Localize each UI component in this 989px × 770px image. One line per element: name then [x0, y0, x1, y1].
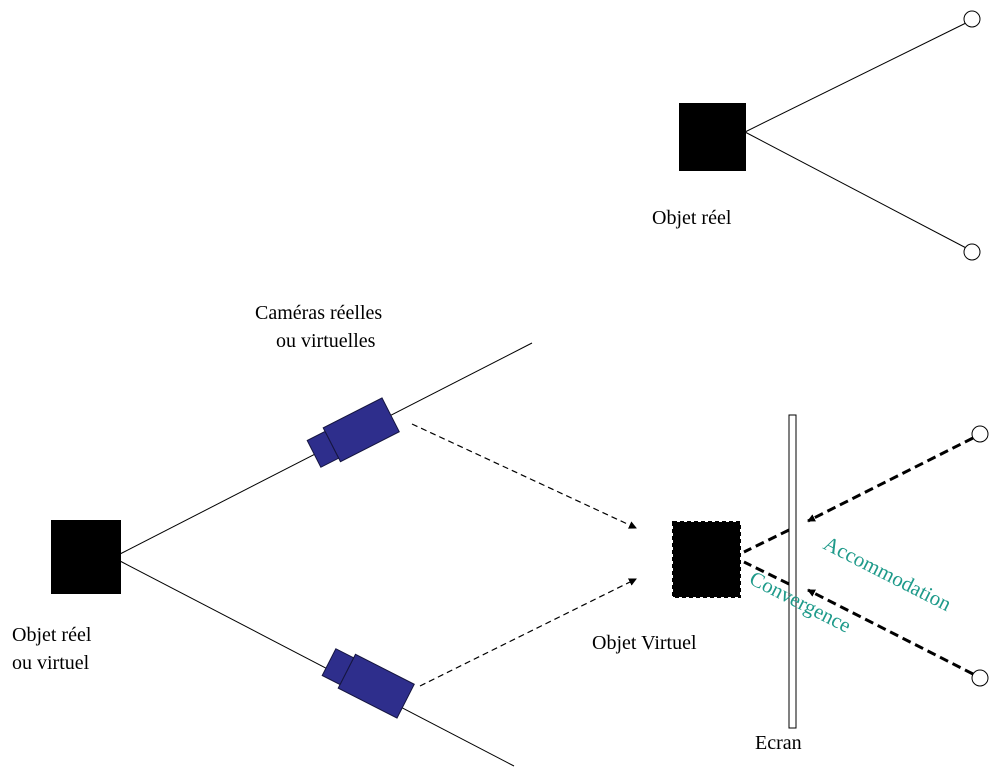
- scene-object-label-line1: Objet réel: [12, 624, 92, 646]
- cameras-label-line1: Caméras réelles: [255, 302, 382, 324]
- convergence-label: Convergence: [746, 566, 855, 638]
- accommodation-arrow-upper: [807, 436, 974, 523]
- real-object-square: [679, 103, 746, 171]
- camera-icon: [306, 397, 400, 468]
- eye-circle-icon: [963, 10, 981, 28]
- projection-arrow-upper: [411, 423, 637, 529]
- top-sight-line-lower: [744, 131, 971, 251]
- projection-arrow-lower: [419, 578, 637, 687]
- virtual-object-square: [672, 521, 741, 598]
- camera-sight-line-lower: [119, 560, 515, 767]
- screen-bar: [788, 414, 797, 729]
- scene-object-square: [51, 520, 121, 594]
- eye-circle-icon: [971, 669, 989, 687]
- eye-circle-icon: [963, 243, 981, 261]
- camera-icon: [321, 648, 415, 719]
- virtual-object-label: Objet Virtuel: [592, 632, 697, 654]
- top-scene: Objet réel: [652, 10, 981, 261]
- real-object-label: Objet réel: [652, 207, 732, 229]
- accommodation-label: Accommodation: [820, 531, 956, 616]
- scene-object-label-line2: ou virtuel: [12, 652, 90, 674]
- accommodation-arrow-lower: [807, 588, 974, 676]
- bottom-scene: Caméras réelles ou virtuelles Objet réel…: [12, 302, 989, 767]
- convergence-line-upper: [743, 528, 790, 554]
- screen-label: Ecran: [755, 732, 802, 754]
- eye-circle-icon: [971, 425, 989, 443]
- convergence-line-lower: [743, 560, 790, 586]
- top-sight-line-upper: [744, 20, 971, 133]
- cameras-label-line2: ou virtuelles: [276, 330, 376, 352]
